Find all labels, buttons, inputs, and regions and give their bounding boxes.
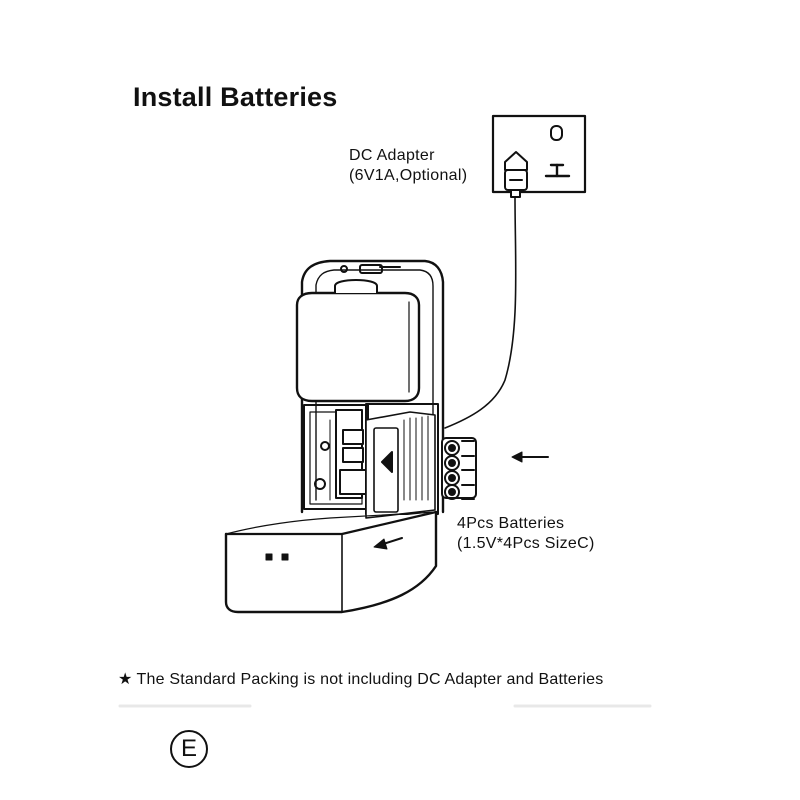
battery-pack [442, 438, 476, 499]
front-cover [226, 512, 436, 612]
batteries-label: 4Pcs Batteries (1.5V*4Pcs SizeC) [457, 514, 595, 554]
liquid-bottle [297, 280, 419, 401]
page-title: Install Batteries [133, 82, 338, 112]
packing-note: ★The Standard Packing is not including D… [118, 669, 603, 689]
edition-mark: E [170, 730, 208, 768]
dc-adapter-label-line1: DC Adapter [349, 147, 435, 164]
dc-adapter-label: DC Adapter (6V1A,Optional) [349, 146, 467, 186]
dispenser-housing [302, 261, 443, 512]
battery-compartment [366, 404, 438, 518]
edition-mark-letter: E [180, 735, 197, 762]
batteries-label-line1: 4Pcs Batteries [457, 515, 565, 532]
star-icon: ★ [118, 671, 133, 688]
insert-arrow-icon [512, 452, 548, 462]
pump-mechanism [304, 405, 368, 509]
wall-socket [493, 116, 585, 192]
batteries-label-line2: (1.5V*4Pcs SizeC) [457, 535, 595, 552]
packing-note-text: The Standard Packing is not including DC… [136, 671, 604, 688]
dc-adapter-plug [505, 152, 527, 197]
dc-adapter-cable [445, 197, 516, 428]
dc-adapter-label-line2: (6V1A,Optional) [349, 167, 468, 184]
